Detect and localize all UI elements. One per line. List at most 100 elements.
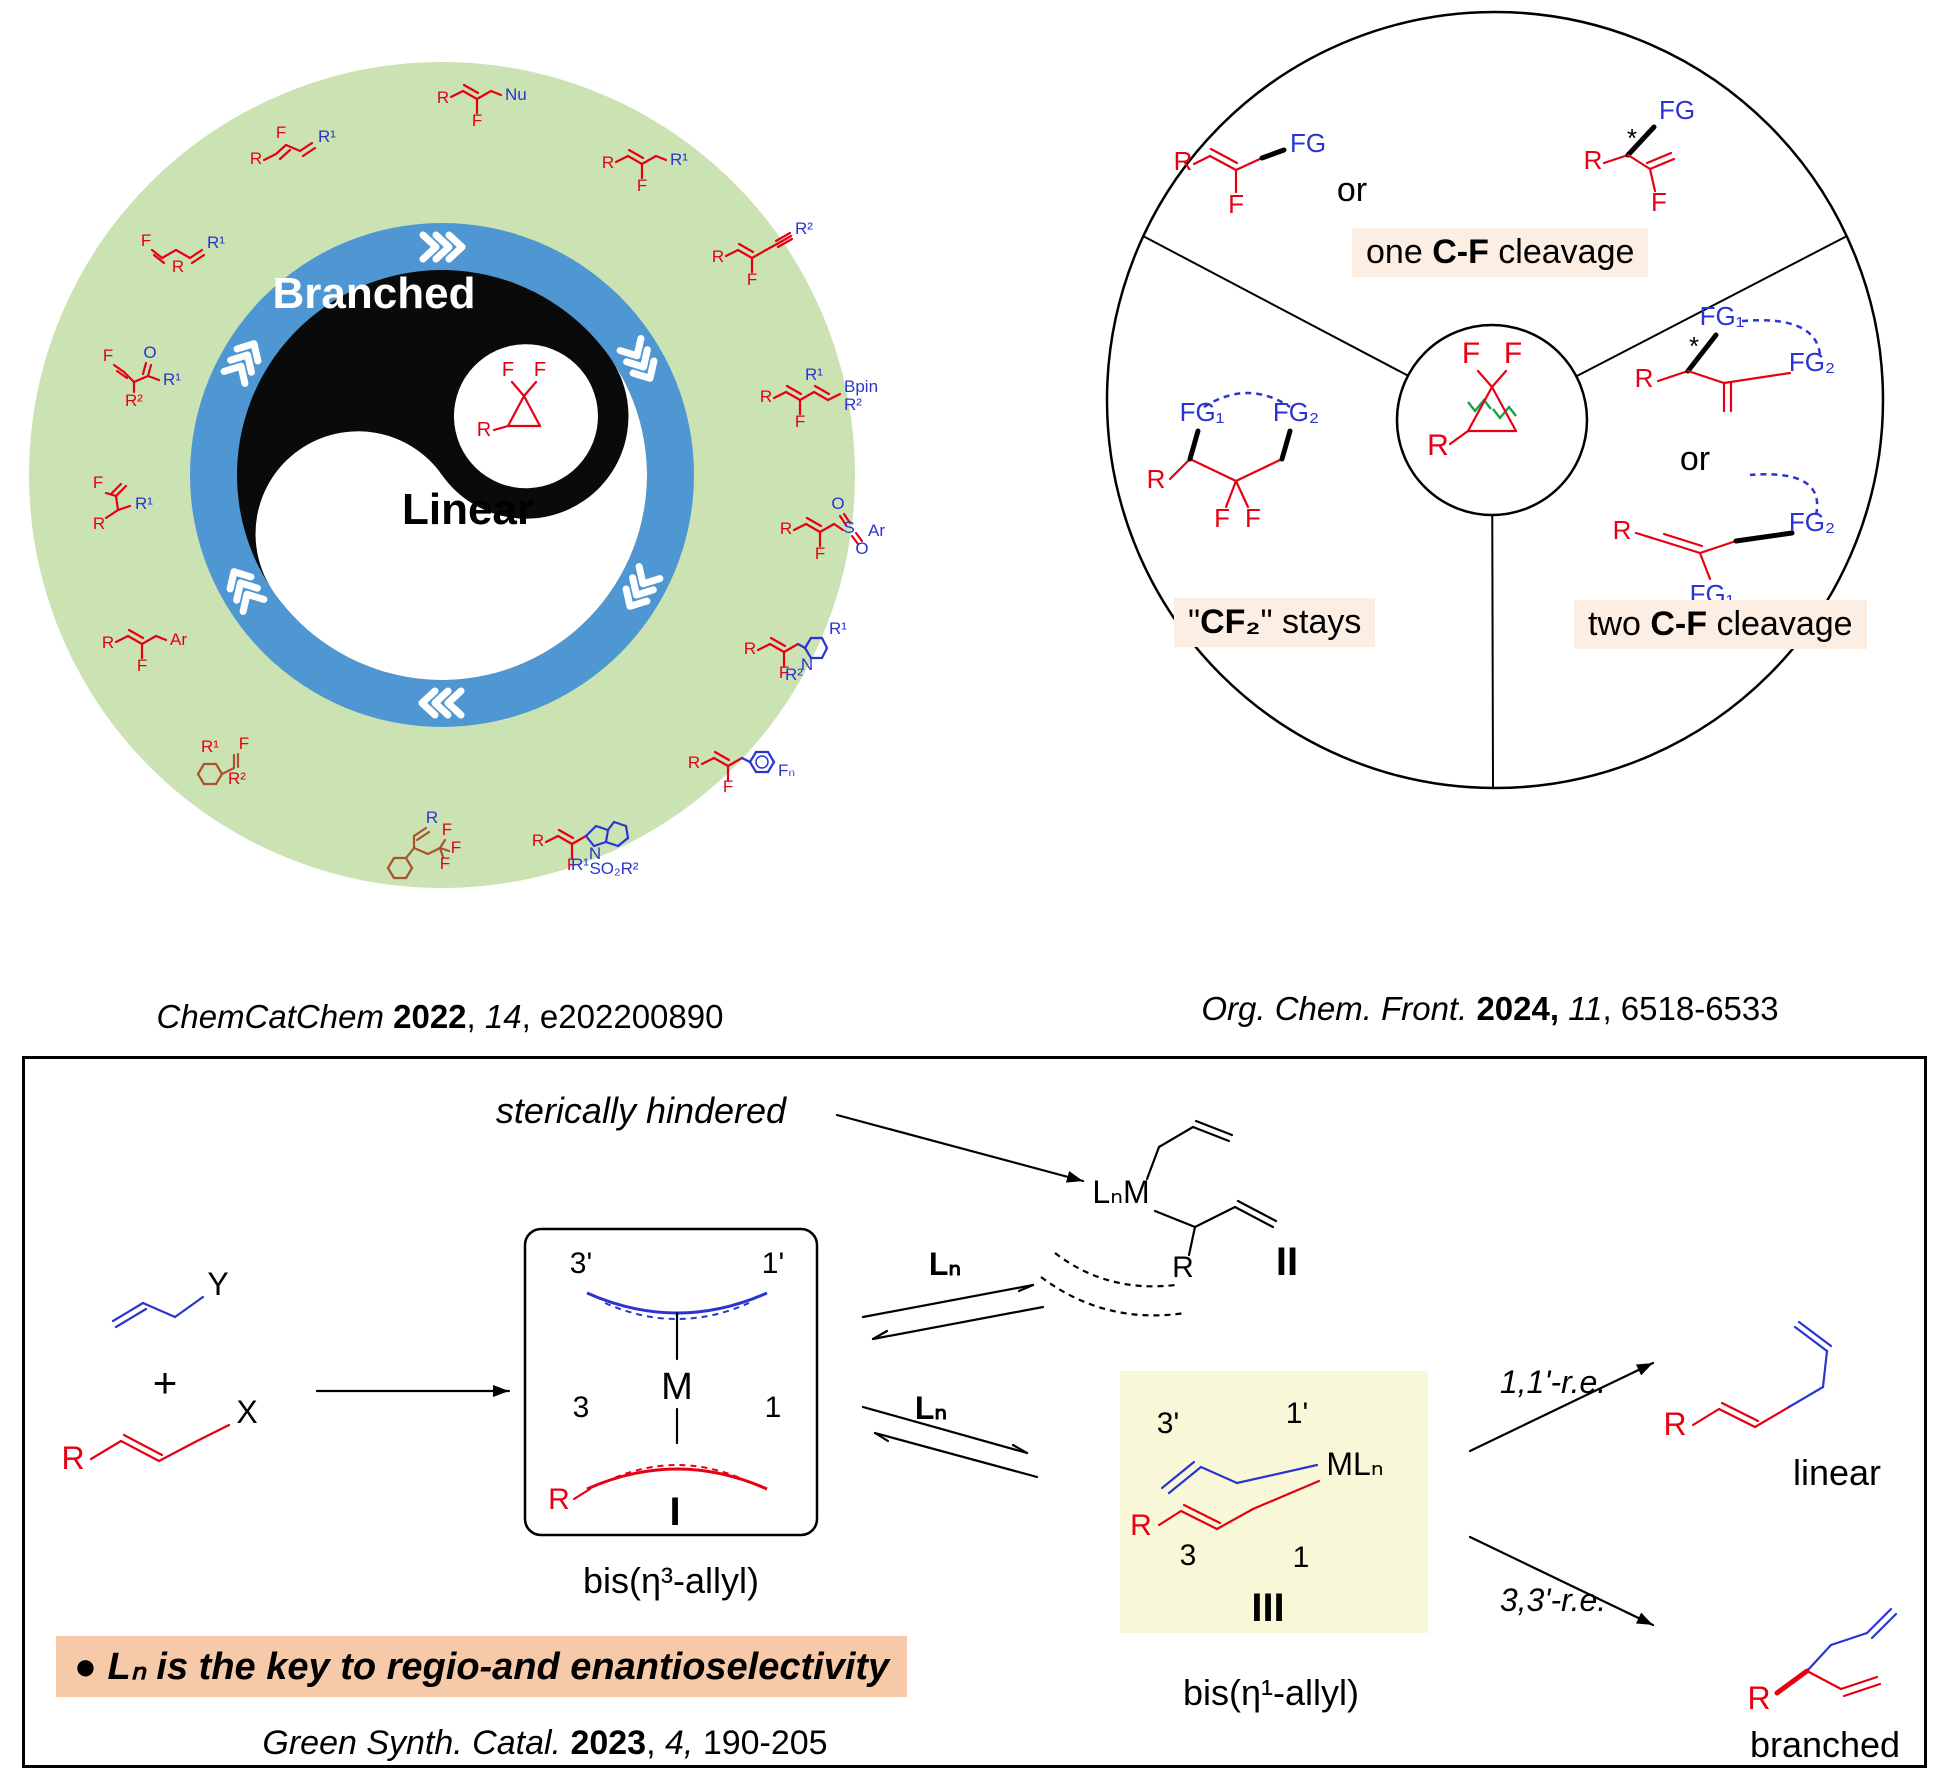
bond <box>804 522 822 534</box>
bond <box>748 760 758 774</box>
bond <box>820 646 829 660</box>
arrowhead-icon <box>1065 1171 1083 1183</box>
chem-label: 1 <box>1293 1541 1310 1574</box>
bond <box>712 756 730 768</box>
bond <box>842 512 852 525</box>
bond <box>1235 1463 1319 1485</box>
text-span: 14 <box>484 998 522 1035</box>
bond <box>114 484 128 498</box>
chem-label: F <box>103 346 113 365</box>
bond <box>756 642 772 652</box>
bond <box>724 248 740 258</box>
bond <box>104 508 120 520</box>
bond <box>798 390 816 402</box>
bond <box>141 1301 177 1319</box>
bond <box>438 838 447 850</box>
bond <box>506 394 526 428</box>
bond <box>818 522 836 534</box>
bond <box>627 148 645 160</box>
chem-label: F <box>534 359 546 381</box>
bond <box>173 1295 205 1319</box>
chem-label: FG₂ <box>1789 507 1835 537</box>
bond <box>522 380 538 398</box>
bond <box>196 772 206 786</box>
bond <box>606 820 616 832</box>
curve <box>1492 405 1517 420</box>
bond <box>803 646 813 660</box>
key-note: ● Lₙ is the key to regio-and enantiosele… <box>56 1636 908 1697</box>
bond <box>174 248 192 260</box>
chem-label: F <box>440 854 450 873</box>
curve <box>1749 473 1819 516</box>
text-span: , e202200890 <box>521 998 724 1035</box>
plus-sign: + <box>153 1359 178 1406</box>
bond <box>1717 1407 1757 1429</box>
text-span: Org. Chem. Front. <box>1201 990 1477 1027</box>
bond <box>404 866 414 880</box>
bond <box>871 1329 889 1341</box>
bond <box>612 820 628 828</box>
bond <box>768 642 786 654</box>
chem-label: 3' <box>570 1247 592 1280</box>
chem-label: F <box>795 412 805 431</box>
bond <box>1686 369 1726 385</box>
text-span: is the key to regio-and enantioselectivi… <box>145 1646 890 1688</box>
bond <box>1188 457 1238 483</box>
bond <box>1490 369 1508 389</box>
bond <box>1648 167 1657 193</box>
substrate-circle <box>453 344 598 489</box>
bond <box>438 846 445 859</box>
bond <box>1722 371 1792 385</box>
bond <box>1466 385 1494 433</box>
text-span: ChemCatChem <box>156 998 394 1035</box>
bond <box>1797 1320 1833 1348</box>
bond <box>803 636 813 650</box>
chem-label: linear <box>1793 1452 1881 1493</box>
chem-label: R <box>1130 1509 1152 1542</box>
bond <box>820 636 829 650</box>
chem-label: O <box>143 343 156 362</box>
curve <box>1203 391 1291 409</box>
text-span: 190-205 <box>702 1724 828 1762</box>
chem-label: R¹ <box>670 150 688 169</box>
panel-rect <box>1120 1371 1428 1633</box>
bond <box>126 634 144 646</box>
bond <box>594 824 610 832</box>
reactant-allyl-x: RX <box>61 1394 257 1476</box>
chem-label: F <box>1462 337 1480 370</box>
bond <box>154 634 168 642</box>
text-span: , <box>466 998 485 1035</box>
bond <box>492 424 510 432</box>
bond <box>426 846 442 856</box>
bond <box>146 374 161 382</box>
chem-label: 1 <box>765 1391 782 1424</box>
bond <box>262 152 278 162</box>
bond <box>274 143 288 156</box>
bond <box>1685 332 1719 374</box>
bond <box>792 522 808 532</box>
one-cleavage-right: FGR*F <box>1584 95 1696 217</box>
chem-label: Ar <box>868 521 885 540</box>
bond <box>114 1307 148 1329</box>
chem-label: F <box>815 544 825 563</box>
label-one-cf-cleavage: one C-F cleavage <box>1352 228 1649 278</box>
bond <box>475 89 493 101</box>
bond <box>1234 457 1284 483</box>
bond <box>832 522 845 532</box>
bond <box>1870 1612 1898 1640</box>
bond <box>1787 1385 1825 1409</box>
bond <box>584 824 598 838</box>
chem-label: R <box>1747 1680 1770 1716</box>
bond <box>805 516 823 528</box>
bond <box>873 1431 890 1443</box>
chem-label: Bpin <box>844 377 878 396</box>
